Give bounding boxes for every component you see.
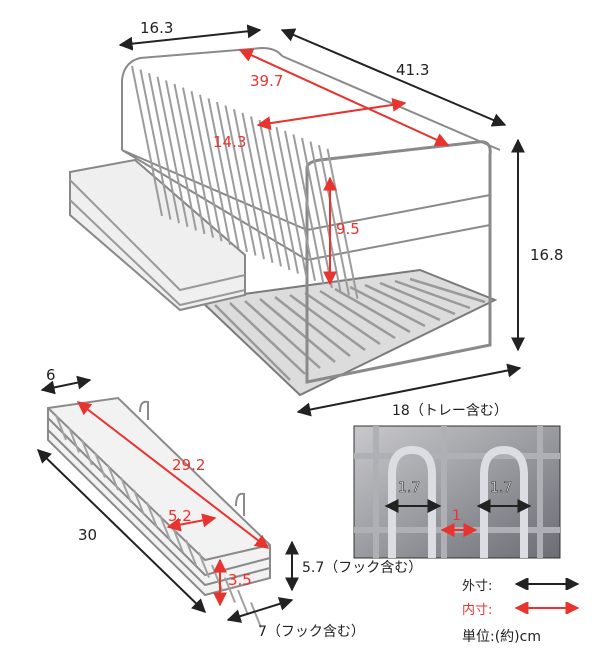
unit-note: 単位:(約)cm <box>462 629 541 645</box>
legend-outer: 外寸: <box>462 572 592 596</box>
wire <box>379 281 456 316</box>
wire <box>274 296 351 357</box>
wire <box>304 291 381 346</box>
wire <box>165 80 197 231</box>
wire <box>233 109 265 260</box>
label-basket-inner-height: 3.5 <box>228 571 252 589</box>
dim-basket-depth-arrow <box>40 375 92 395</box>
label-basket-length: 30 <box>78 526 97 544</box>
label-wire-left: 1.7 <box>398 480 420 496</box>
legend-outer-label: 外寸: <box>462 578 493 594</box>
legend-inner-arrow <box>514 602 580 614</box>
dim-basket-inner-length-arrow <box>76 401 270 549</box>
label-basket-inner-width: 5.2 <box>168 507 192 525</box>
label-inner-height: 9.5 <box>336 220 360 238</box>
label-inner-depth: 14.3 <box>213 133 246 151</box>
wire <box>216 101 248 253</box>
wire <box>289 293 366 352</box>
wire <box>156 76 189 227</box>
wire <box>190 91 223 242</box>
wire <box>131 65 163 217</box>
wire-detail-photo <box>353 425 561 559</box>
wire <box>292 134 325 285</box>
label-basket-width: 7（フック含む） <box>258 624 365 640</box>
label-outer-width: 41.3 <box>396 61 429 79</box>
wire <box>237 589 249 616</box>
dim-outer-width-arrow <box>280 28 507 127</box>
label-basket-inner-length: 29.2 <box>172 456 205 474</box>
wire <box>224 105 257 256</box>
dim-outer-depth-arrow <box>118 24 262 51</box>
label-gap: 1 <box>452 508 461 524</box>
wire <box>394 279 471 310</box>
label-inner-length: 39.7 <box>250 72 283 90</box>
wire <box>250 116 282 267</box>
wire <box>259 298 336 363</box>
wire <box>55 414 67 441</box>
wire <box>364 283 441 322</box>
label-tray-width: 18（トレー含む） <box>392 403 508 419</box>
wire <box>241 112 274 263</box>
wire <box>349 285 426 328</box>
wire <box>326 148 359 299</box>
label-basket-depth: 6 <box>46 366 56 384</box>
legend-inner-label: 内寸: <box>462 602 493 618</box>
legend-outer-arrow <box>514 578 580 590</box>
wire <box>199 94 231 245</box>
wire <box>139 69 172 220</box>
label-outer-depth: 16.3 <box>140 19 173 37</box>
dim-basket-width-arrow <box>226 597 294 623</box>
wire <box>275 127 308 278</box>
wire <box>319 289 396 340</box>
label-outer-height: 16.8 <box>530 246 563 264</box>
cutlery-basket-illustration <box>47 396 271 628</box>
wire <box>258 119 291 271</box>
wire <box>182 87 214 238</box>
dim-basket-inner-width-arrow <box>166 513 217 532</box>
wire <box>229 302 306 375</box>
wire <box>409 277 486 304</box>
dim-inner-depth-arrow <box>256 97 407 131</box>
wire <box>207 98 240 249</box>
legend-inner: 内寸: <box>462 596 592 620</box>
wire <box>334 287 411 334</box>
label-basket-height: 5.7（フック含む） <box>302 560 422 576</box>
wire <box>267 123 299 274</box>
wire <box>173 83 206 235</box>
dish-rack-illustration <box>69 46 501 397</box>
wire <box>148 73 180 224</box>
wire <box>309 141 342 292</box>
legend: 外寸: 内寸: <box>462 572 592 620</box>
wire <box>284 130 316 281</box>
dim-tray-width-arrow <box>296 363 522 417</box>
dim-inner-length-arrow <box>238 48 450 147</box>
label-wire-right: 1.7 <box>490 480 512 496</box>
wire <box>214 304 291 381</box>
